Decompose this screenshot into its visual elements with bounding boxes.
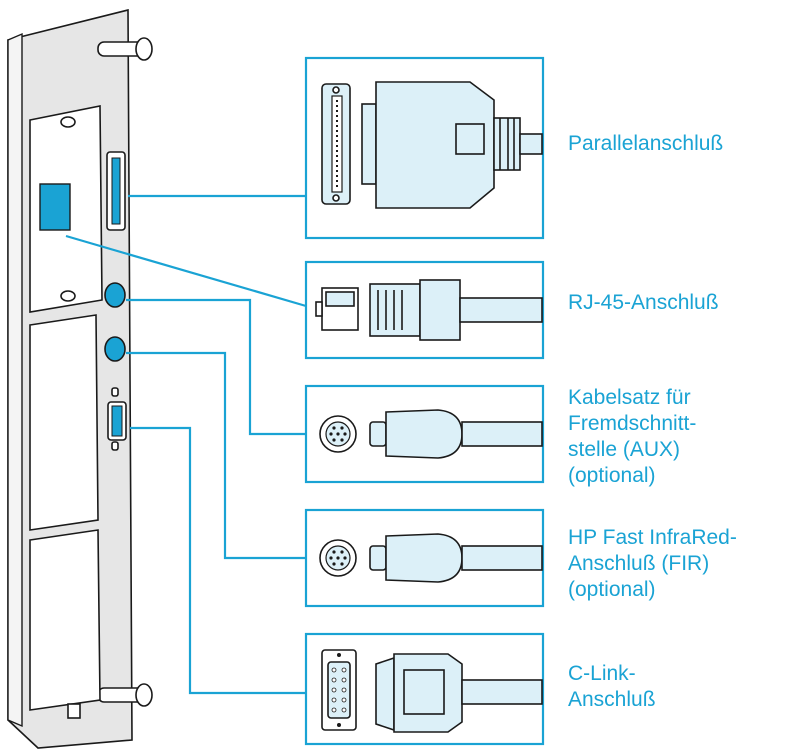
clink-port-icon [321, 649, 357, 731]
label-aux-line: stelle (AUX) [568, 438, 681, 461]
parallel-connector-box [304, 56, 545, 240]
fir-connector-box [304, 508, 545, 608]
label-rj45: RJ-45-Anschluß [568, 290, 719, 316]
aux-cable-icon [369, 409, 543, 459]
label-fir: HP Fast InfraRed- Anschluß (FIR) (option… [568, 525, 737, 603]
clink-connector-box [304, 632, 545, 746]
rj45-port-icon [315, 287, 359, 331]
label-aux-line: Fremdschnitt- [568, 412, 697, 435]
empty-slot-1 [29, 314, 99, 531]
printer-back-panel [7, 8, 153, 749]
top-thumbscrew [97, 37, 153, 61]
rj45-cable-icon [369, 279, 543, 341]
label-aux-line: Kabelsatz für [568, 386, 691, 409]
network-card-slot [29, 105, 103, 313]
panel-parallel-port [106, 151, 126, 231]
label-clink-line: C-Link- [568, 662, 636, 685]
parallel-cable-icon [361, 81, 543, 209]
parallel-port-icon [321, 83, 351, 205]
panel-clink-port [107, 387, 127, 451]
aux-port-icon [319, 415, 357, 453]
clink-cable-icon [375, 653, 543, 733]
label-fir-line: Anschluß (FIR) [568, 552, 710, 575]
label-fir-line: HP Fast InfraRed- [568, 526, 737, 549]
label-aux: Kabelsatz für Fremdschnitt- stelle (AUX)… [568, 385, 696, 489]
label-aux-line: (optional) [568, 464, 656, 487]
fir-cable-icon [369, 533, 543, 583]
panel-aux-port [104, 282, 126, 308]
bottom-thumbscrew [97, 683, 153, 707]
fir-port-icon [319, 539, 357, 577]
empty-slot-2 [29, 529, 101, 711]
label-rj45-line: RJ-45-Anschluß [568, 291, 719, 314]
label-clink: C-Link- Anschluß [568, 661, 656, 713]
leader-lines [65, 194, 307, 695]
label-clink-line: Anschluß [568, 688, 656, 711]
label-parallel-line: Parallelanschluß [568, 132, 724, 155]
label-parallel: Parallelanschluß [568, 131, 723, 157]
panel-fir-port [104, 336, 126, 362]
label-fir-line: (optional) [568, 578, 656, 601]
rj45-connector-box [304, 260, 545, 360]
aux-connector-box [304, 384, 545, 484]
